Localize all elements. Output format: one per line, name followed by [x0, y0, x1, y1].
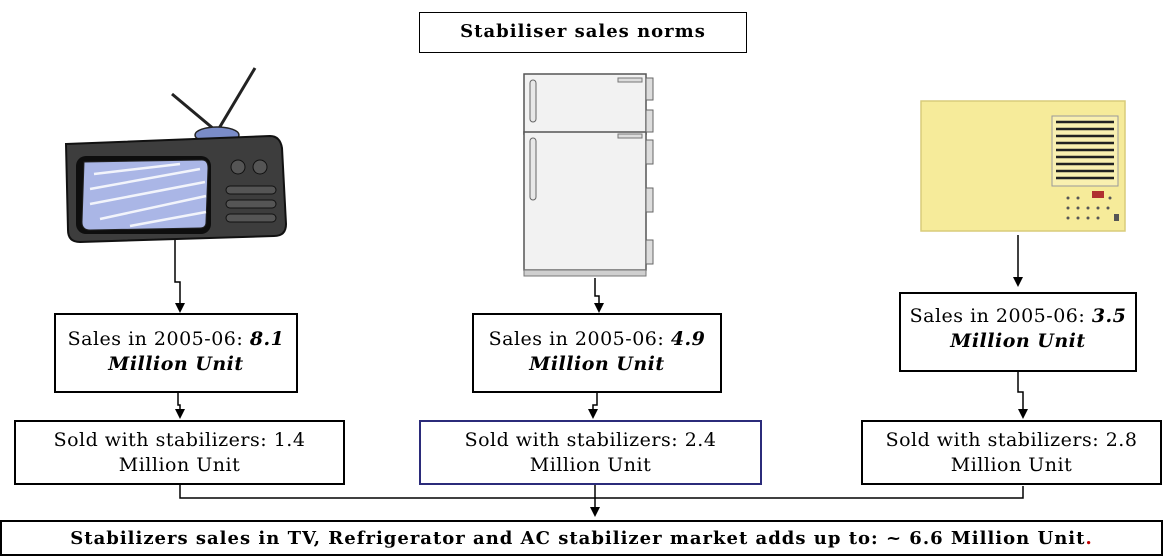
fridge-sales-box: Sales in 2005-06: 4.9 Million Unit: [472, 313, 722, 393]
tv-sold-line1: Sold with stabilizers: 1.4: [53, 429, 306, 451]
refrigerator-icon: [523, 73, 654, 277]
tv-sold-line2: Million Unit: [118, 454, 241, 476]
fridge-sold-line1: Sold with stabilizers: 2.4: [464, 429, 717, 451]
total-end-mark: .: [1085, 528, 1093, 549]
ac-sales-box: Sales in 2005-06: 3.5 Million Unit: [899, 292, 1137, 372]
diagram-title: Stabiliser sales norms: [419, 12, 747, 53]
ac-sales-prefix: Sales in 2005-06:: [909, 305, 1092, 327]
ac-sold-line1: Sold with stabilizers: 2.8: [885, 429, 1138, 451]
ac-stabilizer-box: Sold with stabilizers: 2.8 Million Unit: [861, 420, 1162, 485]
total-stabilizer-sales-box: Stabilizers sales in TV, Refrigerator an…: [0, 520, 1163, 556]
tv-sales-prefix: Sales in 2005-06:: [67, 328, 250, 350]
tv-stabilizer-box: Sold with stabilizers: 1.4 Million Unit: [14, 420, 345, 485]
television-icon: [64, 67, 288, 244]
fridge-sales-value: 4.9: [670, 328, 706, 350]
air-conditioner-icon: [920, 100, 1126, 232]
fridge-sold-line2: Million Unit: [529, 454, 652, 476]
tv-sales-value: 8.1: [249, 328, 285, 350]
tv-sales-unit: Million Unit: [108, 353, 244, 375]
ac-sales-value: 3.5: [1091, 305, 1127, 327]
fridge-sales-prefix: Sales in 2005-06:: [488, 328, 671, 350]
total-text: Stabilizers sales in TV, Refrigerator an…: [70, 528, 1086, 549]
fridge-stabilizer-box: Sold with stabilizers: 2.4 Million Unit: [419, 420, 762, 485]
fridge-sales-unit: Million Unit: [529, 353, 665, 375]
ac-sold-line2: Million Unit: [950, 454, 1073, 476]
ac-sales-unit: Million Unit: [950, 330, 1086, 352]
tv-sales-box: Sales in 2005-06: 8.1 Million Unit: [54, 313, 298, 393]
